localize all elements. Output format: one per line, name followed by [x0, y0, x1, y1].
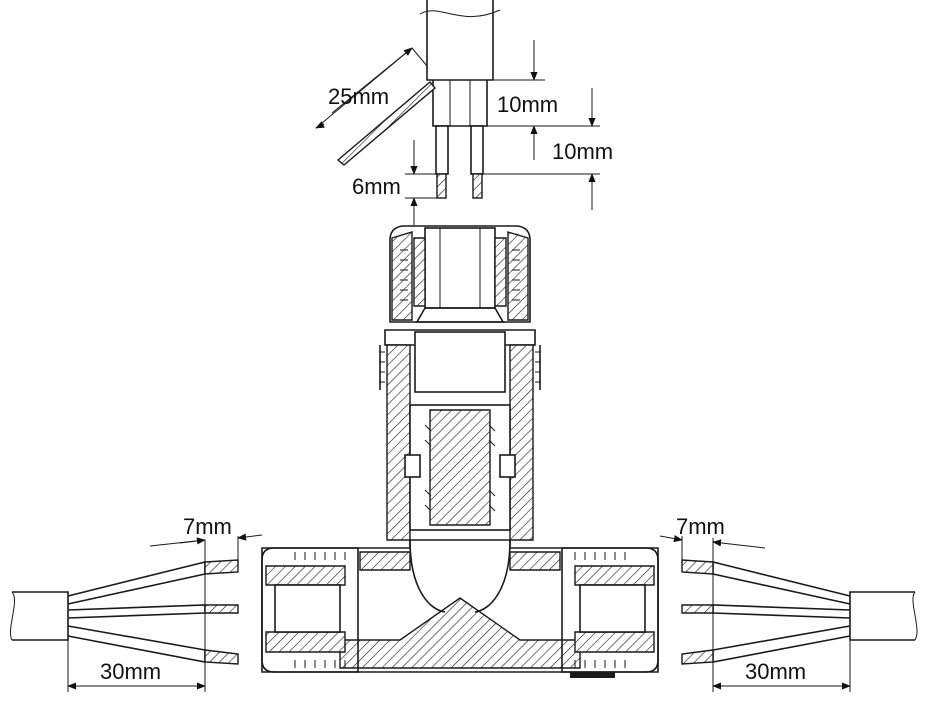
left-dimensions: 30mm 7mm — [67, 514, 263, 692]
dim-label-30mm-left: 30mm — [100, 659, 161, 684]
t-body-vertical — [379, 329, 541, 541]
dim-label-10mm-lower: 10mm — [552, 139, 613, 164]
top-gland-nut — [389, 225, 531, 323]
t-body-horizontal — [261, 539, 659, 673]
left-cable — [10, 559, 239, 665]
right-gland-nut — [561, 547, 659, 678]
left-gland-nut — [261, 547, 359, 673]
right-cable — [681, 559, 918, 665]
right-dimensions: 30mm 7mm — [659, 514, 851, 692]
top-cable — [419, 0, 501, 199]
dim-label-30mm-right: 30mm — [745, 659, 806, 684]
top-dimensions: 25mm 10mm 10mm 6mm — [315, 40, 613, 225]
dim-label-7mm-left: 7mm — [183, 514, 232, 539]
dim-label-25mm: 25mm — [328, 84, 389, 109]
dim-label-6mm: 6mm — [352, 174, 401, 199]
dim-label-10mm-upper: 10mm — [497, 92, 558, 117]
dim-label-7mm-right: 7mm — [676, 514, 725, 539]
